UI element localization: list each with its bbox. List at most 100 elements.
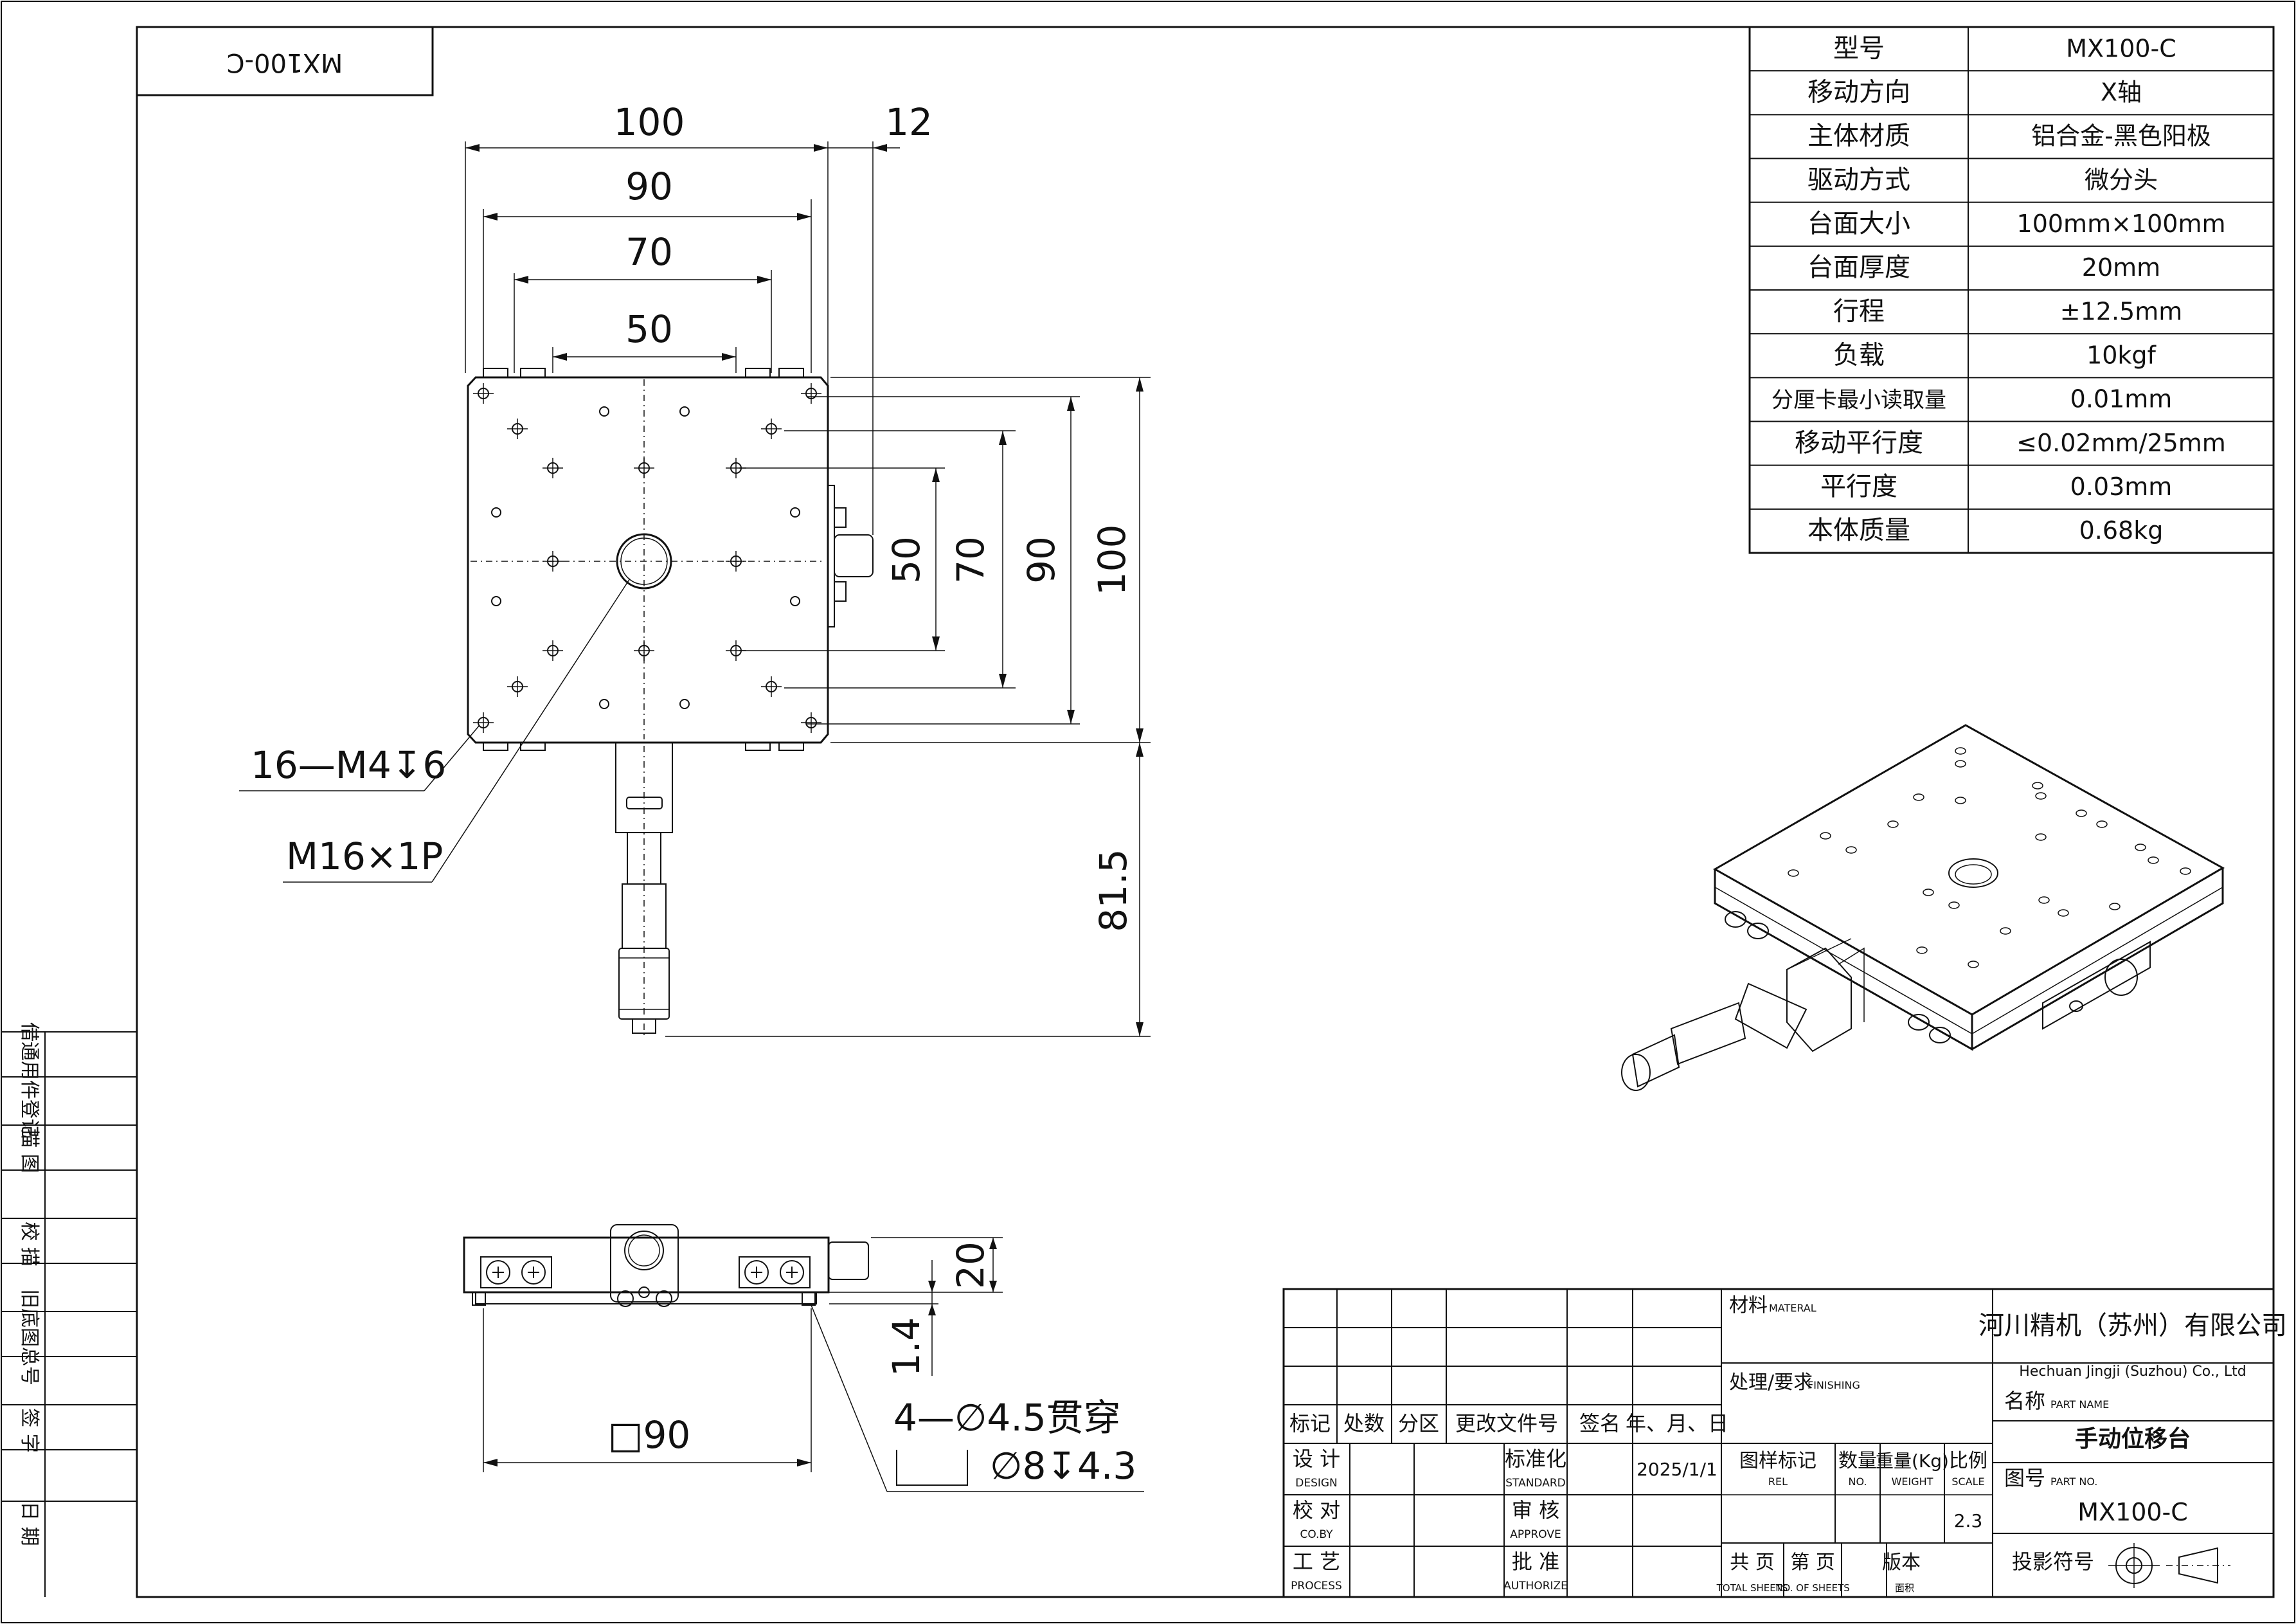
tb-sheet: 第 页: [1790, 1551, 1835, 1574]
holes-callout: 16—M4↧6: [251, 743, 446, 787]
tb-material-en: MATERAL: [1769, 1302, 1816, 1314]
vertical-dimensions: 100 90 70 50 81.5: [665, 377, 1151, 1037]
left-strip: 借通用件登记 描 图 校 描 旧底图总号 签 字 日 期: [1, 1022, 137, 1597]
tb-scale: 比例: [1949, 1450, 1987, 1472]
tb-part-name-label: 名称: [2004, 1389, 2045, 1413]
strip-label: 校 描: [18, 1222, 40, 1267]
spec-value: 0.01mm: [2070, 385, 2173, 413]
iso-center-hole: [1948, 858, 1998, 888]
tb-sheet-en: NO. OF SHEETS: [1775, 1582, 1850, 1594]
through-hole: [790, 507, 800, 518]
iso-hole: [2148, 856, 2159, 864]
iso-hole: [2076, 809, 2087, 817]
iso-hole: [1948, 901, 1960, 909]
spec-value: 0.03mm: [2070, 473, 2173, 501]
tapped-hole: [473, 712, 494, 733]
iso-hole: [1955, 747, 1966, 755]
inner-frame: [136, 26, 2275, 1598]
tb-checked: 校 对: [1293, 1498, 1340, 1522]
dim-100-label: 100: [614, 100, 685, 144]
tb-finishing: 处理/要求: [1729, 1371, 1813, 1394]
strip-label: 描 图: [18, 1128, 40, 1173]
iso-hole: [1923, 889, 1934, 896]
tb-authorize-en: AUTHORIZE: [1503, 1580, 1568, 1592]
through-hole: [790, 596, 800, 606]
tb-part-name-en: PART NAME: [2050, 1398, 2109, 1411]
counterbore-icon: [896, 1450, 968, 1486]
tb-rel: 图样标记: [1739, 1450, 1816, 1472]
through-hole-callout: 4—∅4.5贯穿: [893, 1396, 1121, 1439]
tapped-hole: [801, 383, 821, 404]
tb-date-hdr: 年、月、日: [1626, 1411, 1728, 1436]
title-block: 标记 处数 分区 更改文件号 签名 年、月、日 设 计 DESIGN 校 对 C…: [1282, 1288, 2287, 1598]
spec-label: 移动方向: [1807, 78, 1910, 107]
stage-plate: [467, 376, 829, 744]
through-hole: [679, 699, 690, 709]
tb-process: 工 艺: [1293, 1549, 1340, 1574]
isometric-view: [1621, 724, 2225, 1091]
strip-label: 签 字: [18, 1408, 40, 1453]
leader-callouts: 16—M4↧6 M16×1P: [239, 578, 631, 883]
dim-v50-label: 50: [884, 536, 928, 584]
strip-label: 借通用件登记: [18, 1022, 40, 1138]
spec-value: X轴: [2101, 78, 2142, 107]
tapped-hole: [761, 676, 782, 697]
tapped-hole: [543, 458, 563, 478]
iso-hole: [1820, 832, 1831, 840]
dim-20-label: 20: [949, 1241, 992, 1289]
spec-label: 负载: [1833, 341, 1885, 370]
dim-v70-label: 70: [949, 536, 992, 584]
iso-hole: [2035, 833, 2047, 841]
iso-hole: [1913, 793, 1924, 801]
tb-change-doc: 更改文件号: [1455, 1411, 1558, 1436]
tb-qty: 数量: [1838, 1450, 1877, 1472]
iso-hole: [2096, 820, 2108, 828]
tb-date: 2025/1/1: [1637, 1459, 1718, 1480]
tb-standard: 标准化: [1505, 1447, 1566, 1471]
tb-count: 处数: [1343, 1411, 1385, 1436]
thread-callout: M16×1P: [286, 835, 443, 878]
dim-90-label: 90: [625, 165, 673, 208]
center-thread-hole: [616, 533, 672, 590]
iso-hole: [1887, 820, 1899, 828]
tb-finishing-en: FINISHING: [1807, 1379, 1860, 1391]
tb-scale-value: 2.3: [1954, 1510, 1983, 1531]
top-label-text: MX100-C: [227, 48, 343, 77]
tb-total-en: TOTAL SHEETS: [1716, 1582, 1788, 1594]
tb-version: 版本: [1882, 1551, 1921, 1574]
spec-value: 100mm×100mm: [2017, 210, 2226, 238]
iso-hole: [1955, 797, 1966, 804]
dim-v100-label: 100: [1090, 525, 1134, 596]
strip-label: 日 期: [18, 1501, 40, 1546]
spec-label: 型号: [1833, 33, 1885, 63]
tb-process-en: PROCESS: [1291, 1580, 1342, 1592]
spec-value: ≤0.02mm/25mm: [2016, 429, 2226, 457]
tb-weight-en: WEIGHT: [1892, 1475, 1933, 1488]
tb-company-en: Hechuan Jingji (Suzhou) Co., Ltd: [2019, 1364, 2246, 1380]
spec-label: 驱动方式: [1807, 165, 1910, 195]
tb-authorize: 批 准: [1512, 1549, 1559, 1574]
iso-hole: [2032, 782, 2043, 789]
tb-zone: 分区: [1398, 1411, 1439, 1436]
tb-sign: 签名: [1579, 1411, 1620, 1436]
spec-label: 台面厚度: [1807, 253, 1910, 282]
tapped-hole: [543, 640, 563, 661]
strip-label: 旧底图总号: [18, 1289, 40, 1385]
front-view: 20 1.4 □90 4—∅4.5贯穿 ∅8↧4.3: [463, 1224, 1144, 1492]
spec-label: 平行度: [1820, 472, 1897, 501]
tapped-hole: [473, 383, 494, 404]
spec-value: 10kgf: [2086, 341, 2157, 370]
tb-material: 材料: [1729, 1294, 1768, 1317]
spec-label: 移动平行度: [1795, 428, 1923, 458]
spec-value: ±12.5mm: [2060, 297, 2182, 325]
iso-hole: [2035, 792, 2047, 800]
through-hole: [491, 507, 501, 518]
top-label-box: MX100-C: [136, 26, 434, 96]
tapped-hole: [634, 458, 654, 478]
iso-hole: [1955, 760, 1966, 768]
tb-projection-label: 投影符号: [2012, 1549, 2094, 1574]
spec-label: 台面大小: [1807, 209, 1910, 239]
tapped-hole: [634, 640, 654, 661]
